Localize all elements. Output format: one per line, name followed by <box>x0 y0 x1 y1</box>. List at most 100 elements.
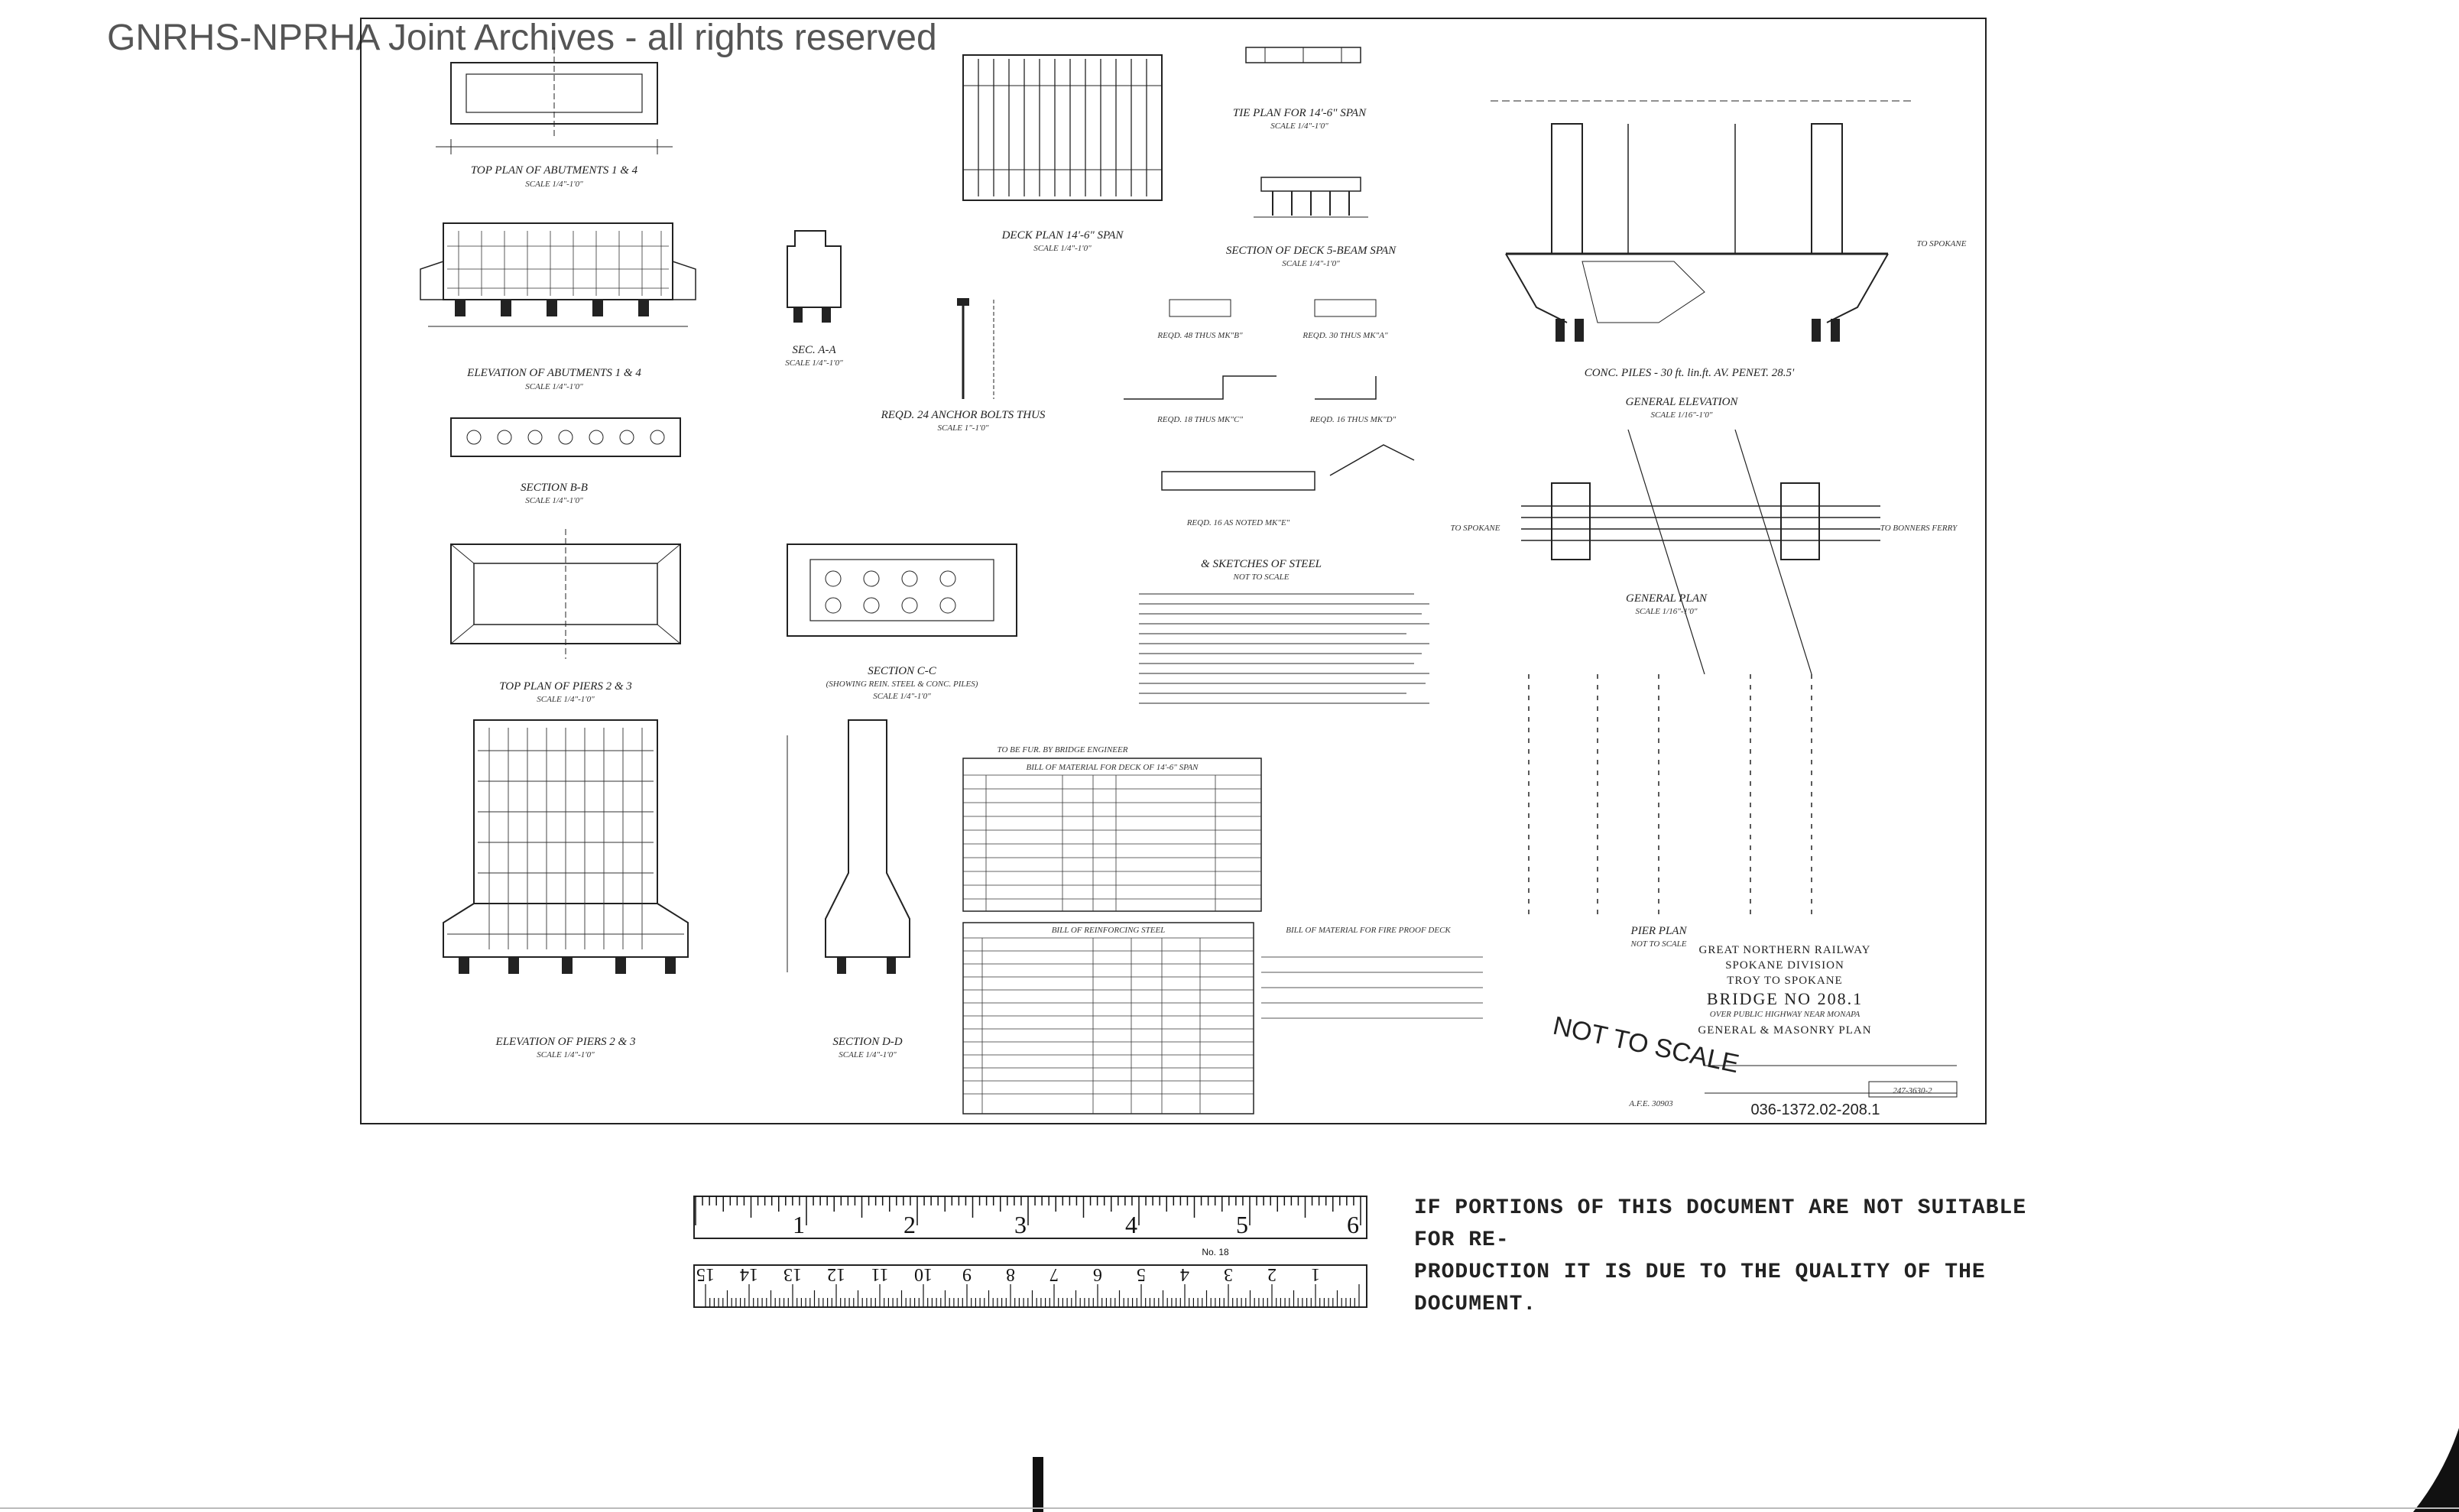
general-plan-scale: SCALE 1/16"-1'0" <box>1636 607 1698 616</box>
registration-mark <box>1033 1457 1043 1512</box>
engineering-drawing: TOP PLAN OF ABUTMENTS 1 & 4 SCALE 1/4"-1… <box>360 18 1987 1124</box>
ruler-cm-9: 9 <box>962 1264 972 1284</box>
to-spokane-label: TO SPOKANE <box>1917 239 1967 248</box>
conc-piles-note: CONC. PILES - 30 ft. lin.ft. AV. PENET. … <box>1585 367 1795 379</box>
general-elevation-view: TO SPOKANE CONC. PILES - 30 ft. lin.ft. … <box>1491 100 1967 420</box>
section-bb-scale: SCALE 1/4"-1'0" <box>525 496 583 505</box>
plan-type: GENERAL & MASONRY PLAN <box>1698 1024 1871 1037</box>
section-cc-view: SECTION C-C (SHOWING REIN. STEEL & CONC.… <box>787 543 1017 701</box>
deck-plan-scale: SCALE 1/4"-1'0" <box>1033 244 1092 253</box>
elevation-abutments-title: ELEVATION OF ABUTMENTS 1 & 4 <box>466 367 641 379</box>
bom-deck-table: TO BE FUR. BY BRIDGE ENGINEER BILL OF MA… <box>962 745 1262 912</box>
inch-ruler: 1 2 3 4 5 6 <box>693 1196 1367 1239</box>
top-plan-abutments-title: TOP PLAN OF ABUTMENTS 1 & 4 <box>471 164 638 177</box>
section-bb-title: SECTION B-B <box>521 482 588 494</box>
ruler-inch-6: 6 <box>1347 1211 1359 1238</box>
anchor-bolts-title: REQD. 24 ANCHOR BOLTS THUS <box>881 409 1046 421</box>
elevation-piers-scale: SCALE 1/4"-1'0" <box>537 1050 595 1059</box>
ruler-inch-3: 3 <box>1014 1211 1027 1238</box>
ruler-cm-1: 1 <box>1311 1264 1320 1284</box>
ruler-cm-12: 12 <box>827 1264 845 1284</box>
anchor-bolts-scale: SCALE 1"-1'0" <box>938 423 989 433</box>
ruler-cm-13: 13 <box>783 1264 802 1284</box>
pier-plan-title: PIER PLAN <box>1630 925 1688 937</box>
section-deck-scale: SCALE 1/4"-1'0" <box>1282 259 1340 268</box>
reinforcing-table-title: BILL OF REINFORCING STEEL <box>1052 926 1166 935</box>
top-plan-abutments-scale: SCALE 1/4"-1'0" <box>525 180 583 189</box>
section-cc-scale: SCALE 1/4"-1'0" <box>873 692 931 701</box>
mk-c-label: REQD. 18 THUS MK"C" <box>1157 415 1243 424</box>
mk-d-label: REQD. 16 THUS MK"D" <box>1309 415 1397 424</box>
title-block: GREAT NORTHERN RAILWAY SPOKANE DIVISION … <box>1628 944 1958 1118</box>
scan-edge-line <box>0 1507 2459 1509</box>
afe-number: A.F.E. 30903 <box>1628 1099 1673 1108</box>
section-aa-scale: SCALE 1/4"-1'0" <box>785 359 843 368</box>
ruler-cm-2: 2 <box>1267 1264 1277 1284</box>
elevation-abutments-scale: SCALE 1/4"-1'0" <box>525 382 583 391</box>
drawing-number: 036-1372.02-208.1 <box>1750 1102 1880 1118</box>
section-aa-title: SEC. A-A <box>792 344 836 356</box>
elevation-piers-view: ELEVATION OF PIERS 2 & 3 SCALE 1/4"-1'0" <box>443 719 689 1059</box>
pier-plan-scale: NOT TO SCALE <box>1630 939 1687 949</box>
ruler-inch-5: 5 <box>1236 1211 1248 1238</box>
general-notes-block <box>1139 593 1429 704</box>
ruler-inch-4: 4 <box>1125 1211 1137 1238</box>
steel-sketches-title: & SKETCHES OF STEEL <box>1201 558 1322 570</box>
route-name: TROY TO SPOKANE <box>1727 975 1842 987</box>
page-corner-curl <box>2413 1428 2459 1512</box>
steel-sketches: REQD. 48 THUS MK"B" REQD. 30 THUS MK"A" … <box>1124 299 1415 582</box>
deck-plan-title: DECK PLAN 14'-6" SPAN <box>1001 229 1124 242</box>
ruler-cm-8: 8 <box>1006 1264 1015 1284</box>
section-dd-view: SECTION D-D SCALE 1/4"-1'0" <box>787 719 910 1059</box>
bridge-number: BRIDGE NO 208.1 <box>1707 989 1863 1008</box>
section-cc-title: SECTION C-C <box>868 665 937 677</box>
elevation-abutments-view: ELEVATION OF ABUTMENTS 1 & 4 SCALE 1/4"-… <box>420 222 696 391</box>
ruler-cm-10: 10 <box>914 1264 933 1284</box>
reinforcing-steel-table: BILL OF REINFORCING STEEL <box>962 922 1254 1115</box>
deck-plan-view: DECK PLAN 14'-6" SPAN SCALE 1/4"-1'0" <box>962 54 1163 253</box>
elevation-piers-title: ELEVATION OF PIERS 2 & 3 <box>495 1036 636 1048</box>
ruler-cm-14: 14 <box>740 1264 758 1284</box>
sheet-border <box>360 18 1987 1124</box>
top-plan-abutments-view: TOP PLAN OF ABUTMENTS 1 & 4 SCALE 1/4"-1… <box>436 47 673 189</box>
general-plan-title: GENERAL PLAN <box>1626 592 1708 605</box>
mk-b-label: REQD. 48 THUS MK"B" <box>1157 331 1243 340</box>
ruler-tag: No. 18 <box>1202 1247 1229 1257</box>
tie-plan-title: TIE PLAN FOR 14'-6" SPAN <box>1233 107 1367 119</box>
ruler-cm-5: 5 <box>1137 1264 1146 1284</box>
bridge-subtitle: OVER PUBLIC HIGHWAY NEAR MONAPA <box>1710 1010 1860 1019</box>
fire-proof-deck-table: BILL OF MATERIAL FOR FIRE PROOF DECK <box>1261 926 1483 1019</box>
ruler-cm-6: 6 <box>1093 1264 1102 1284</box>
general-plan-view: TO SPOKANE TO BONNERS FERRY GENERAL PLAN… <box>1451 429 1958 675</box>
tie-plan-view: TIE PLAN FOR 14'-6" SPAN SCALE 1/4"-1'0" <box>1233 47 1367 131</box>
anchor-bolt-detail: REQD. 24 ANCHOR BOLTS THUS SCALE 1"-1'0" <box>881 298 1046 433</box>
section-aa-view: SEC. A-A SCALE 1/4"-1'0" <box>785 230 843 368</box>
steel-sketches-scale: NOT TO SCALE <box>1233 573 1290 582</box>
ruler-cm-15: 15 <box>696 1264 715 1284</box>
to-bonners-ferry-label: TO BONNERS FERRY <box>1880 524 1958 533</box>
reproduction-notice: IF PORTIONS OF THIS DOCUMENT ARE NOT SUI… <box>1414 1192 2041 1321</box>
general-elevation-scale: SCALE 1/16"-1'0" <box>1651 410 1713 420</box>
to-spokane-plan-label: TO SPOKANE <box>1451 524 1500 533</box>
section-deck-view: SECTION OF DECK 5-BEAM SPAN SCALE 1/4"-1… <box>1226 177 1397 268</box>
ruler-cm-4: 4 <box>1180 1264 1189 1284</box>
pier-plan-view: PIER PLAN NOT TO SCALE <box>1528 674 1812 949</box>
mk-e-label: REQD. 16 AS NOTED MK"E" <box>1186 518 1290 527</box>
table-furnished-note: TO BE FUR. BY BRIDGE ENGINEER <box>998 745 1128 754</box>
general-elevation-title: GENERAL ELEVATION <box>1626 396 1739 408</box>
top-plan-piers-title: TOP PLAN OF PIERS 2 & 3 <box>499 680 632 693</box>
ruler-cm-7: 7 <box>1049 1264 1059 1284</box>
sheet-number: 247-3630-2 <box>1893 1086 1932 1095</box>
fire-proof-table-title: BILL OF MATERIAL FOR FIRE PROOF DECK <box>1286 926 1451 935</box>
not-to-scale-stamp: NOT TO SCALE <box>1550 1011 1741 1079</box>
section-cc-subtitle: (SHOWING REIN. STEEL & CONC. PILES) <box>826 680 978 689</box>
ruler-cm-11: 11 <box>871 1264 888 1284</box>
section-dd-scale: SCALE 1/4"-1'0" <box>839 1050 897 1059</box>
division-name: SPOKANE DIVISION <box>1725 959 1844 972</box>
top-plan-piers-view: TOP PLAN OF PIERS 2 & 3 SCALE 1/4"-1'0" <box>450 529 681 704</box>
notice-line-2: PRODUCTION IT IS DUE TO THE QUALITY OF T… <box>1414 1261 1986 1316</box>
bom-table-title: BILL OF MATERIAL FOR DECK OF 14'-6" SPAN <box>1026 763 1199 772</box>
top-plan-piers-scale: SCALE 1/4"-1'0" <box>537 695 595 704</box>
ruler-inch-1: 1 <box>793 1211 805 1238</box>
